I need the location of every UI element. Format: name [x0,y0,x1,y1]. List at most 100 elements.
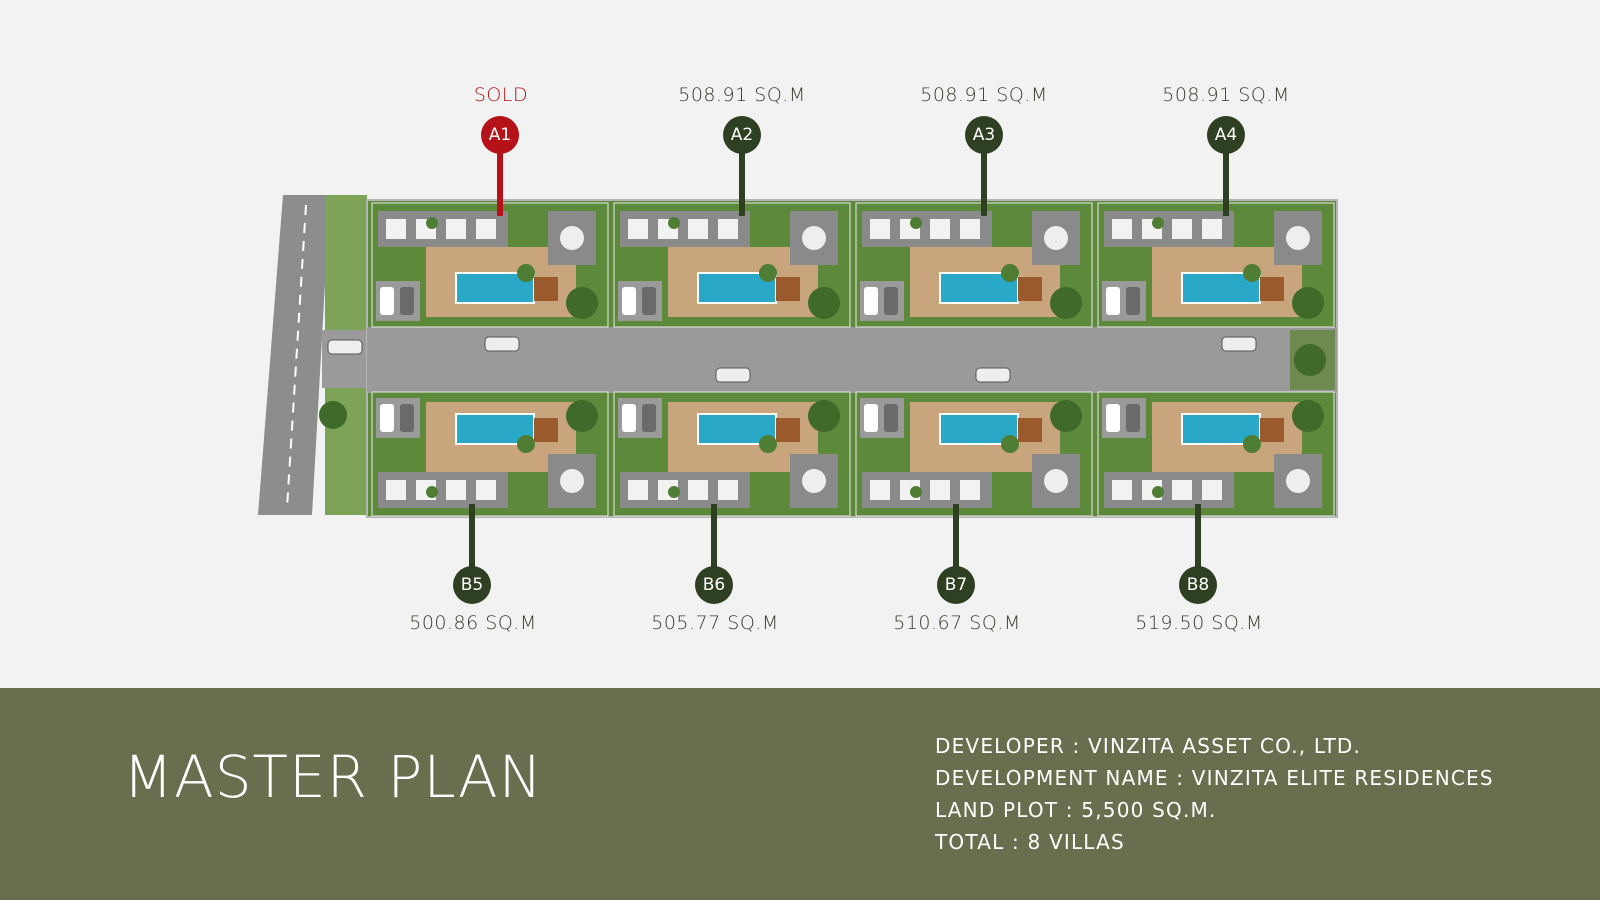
shrub [668,486,680,498]
room [870,480,890,500]
room [1202,219,1222,239]
entrance-road [322,330,370,388]
shrub [668,217,680,229]
room [930,480,950,500]
palm-tree [1001,435,1019,453]
developer-text: DEVELOPER : VINZITA ASSET CO., LTD. [935,734,1362,758]
palm-tree [517,264,535,282]
guest-room [1044,469,1068,493]
room [386,480,406,500]
plot-a3-label: 508.91 SQ.M [920,84,1048,106]
plot-b7-pin-stem [953,504,959,568]
tree [808,287,840,319]
car [642,404,656,432]
plot-b6-marker[interactable]: B6 [695,566,733,604]
plot-a1-marker[interactable]: A1 [481,116,519,154]
guest-room [802,469,826,493]
tree [808,400,840,432]
car [1126,287,1140,315]
car [622,404,636,432]
palm-tree [517,435,535,453]
room [1112,480,1132,500]
plot-a4-label: 508.91 SQ.M [1162,84,1290,106]
plot-b5-label: 500.86 SQ.M [409,612,537,634]
plot-a3-marker[interactable]: A3 [965,116,1003,154]
villas-top-row [371,202,1335,328]
car [622,287,636,315]
car [380,404,394,432]
room [628,219,648,239]
tree [1292,287,1324,319]
room [446,480,466,500]
guest-room [802,226,826,250]
shrub [426,486,438,498]
room [476,480,496,500]
plot-a2-marker[interactable]: A2 [723,116,761,154]
palm-tree [759,435,777,453]
car [715,367,751,383]
guest-room [560,469,584,493]
room [386,219,406,239]
tree [1050,287,1082,319]
shrub [910,217,922,229]
car [975,367,1011,383]
total-villas-text: TOTAL : 8 VILLAS [935,830,1125,854]
car [327,339,363,355]
room [628,480,648,500]
tree [566,400,598,432]
main-road [258,195,330,515]
car [484,336,520,352]
internal-road [367,327,1337,393]
tree [1292,400,1324,432]
project-info: DEVELOPER : VINZITA ASSET CO., LTD. DEVE… [935,730,1494,858]
plot-b8-label: 519.50 SQ.M [1135,612,1263,634]
plot-a1-pin-stem [497,150,503,216]
master-plan-map: SOLD A1 508.91 SQ.M A2 508.91 SQ.M A3 50… [258,84,1338,634]
room [688,219,708,239]
car [864,404,878,432]
car [1126,404,1140,432]
room [1112,219,1132,239]
room [960,219,980,239]
shrub [426,217,438,229]
plot-b7-label: 510.67 SQ.M [893,612,1021,634]
car [884,404,898,432]
tree [566,287,598,319]
palm-tree [1243,435,1261,453]
room [476,219,496,239]
plot-a4-pin-stem [1223,150,1229,216]
car [400,404,414,432]
shrub [1152,486,1164,498]
shrub [1152,217,1164,229]
guest-room [1044,226,1068,250]
plot-b8-marker[interactable]: B8 [1179,566,1217,604]
room [1172,480,1192,500]
plot-b8-pin-stem [1195,504,1201,568]
room [960,480,980,500]
room [1172,219,1192,239]
plot-b7-marker[interactable]: B7 [937,566,975,604]
pool-deck [1260,277,1284,301]
plot-b5-pin-stem [469,504,475,568]
room [1202,480,1222,500]
pool-deck [534,418,558,442]
room [718,480,738,500]
room [870,219,890,239]
swimming-pool [455,272,535,304]
tree [1050,400,1082,432]
plot-a3-pin-stem [981,150,987,216]
pool-deck [1260,418,1284,442]
plot-b5-marker[interactable]: B5 [453,566,491,604]
car [1106,404,1120,432]
shrub [910,486,922,498]
land-plot-text: LAND PLOT : 5,500 SQ.M. [935,798,1217,822]
footer-banner: MASTER PLAN DEVELOPER : VINZITA ASSET CO… [0,688,1600,900]
pool-deck [1018,418,1042,442]
plot-a4-marker[interactable]: A4 [1207,116,1245,154]
plot-a2-label: 508.91 SQ.M [678,84,806,106]
guest-room [560,226,584,250]
palm-tree [1243,264,1261,282]
tree [319,401,347,429]
room [446,219,466,239]
car [380,287,394,315]
